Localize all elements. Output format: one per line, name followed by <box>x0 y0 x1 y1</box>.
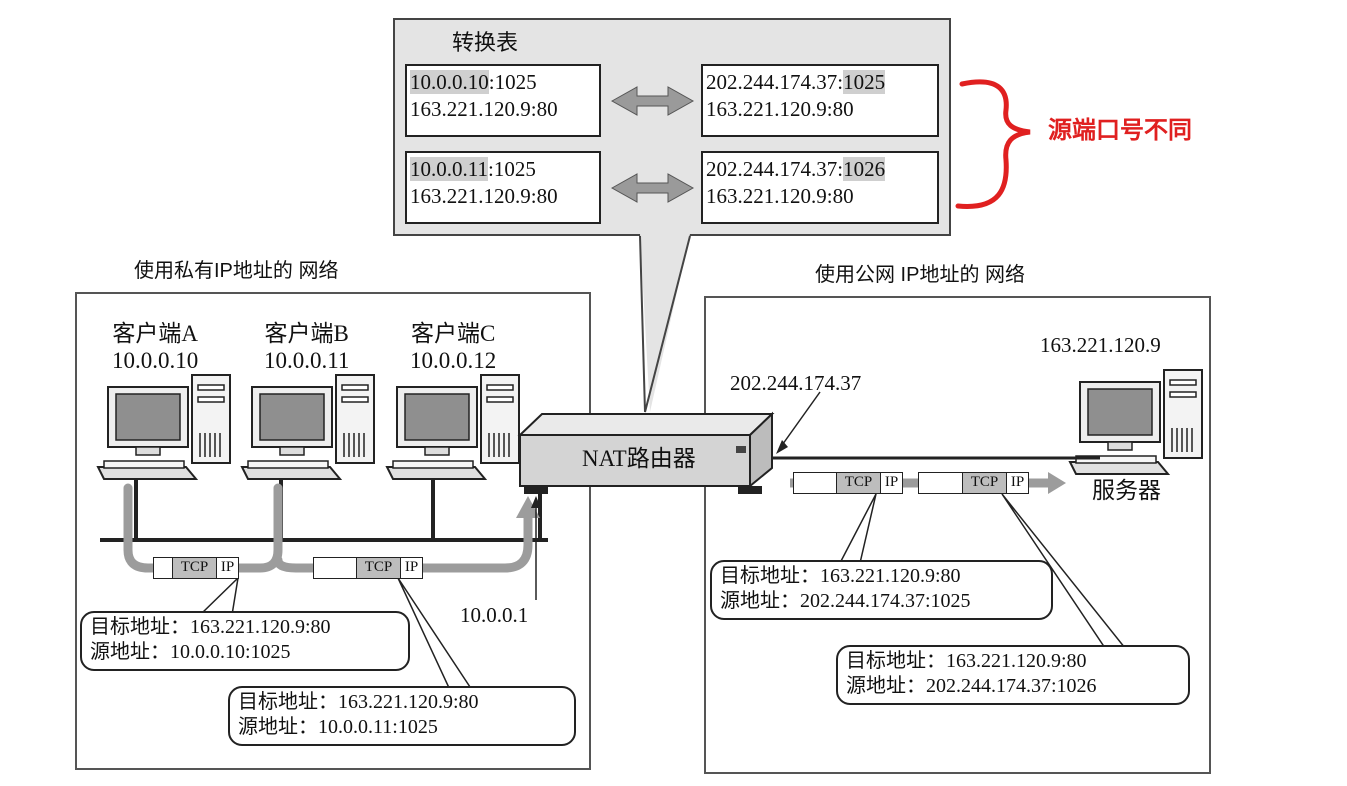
private-flow-arrow <box>123 483 533 573</box>
bubble-src: 源地址：10.0.0.11:1025 <box>238 716 438 738</box>
public-network-title: 使用公网 IP地址的 网络 <box>815 264 1026 286</box>
server-label: 服务器 <box>1092 478 1161 503</box>
bubble-connector <box>198 575 474 691</box>
client-a-ip: 10.0.0.10 <box>112 348 199 373</box>
public-entry-2: 202.244.174.37:1026 163.221.120.9:80 <box>701 151 939 224</box>
tcp-segment: TCP <box>172 558 216 578</box>
public-address-bubble-2: 目标地址：163.221.120.9:80 源地址：202.244.174.37… <box>836 645 1190 705</box>
private-dest-1: 163.221.120.9:80 <box>410 97 558 121</box>
bubble-src: 源地址：202.244.174.37:1026 <box>846 675 1097 697</box>
bubble-dest: 目标地址：163.221.120.9:80 <box>846 650 1087 672</box>
client-a-computer-icon <box>97 374 231 480</box>
client-c-computer-icon <box>386 374 520 480</box>
bubble-dest: 目标地址：163.221.120.9:80 <box>720 565 961 587</box>
private-address-bubble-2: 目标地址：163.221.120.9:80 源地址：10.0.0.11:1025 <box>228 686 576 746</box>
public-port-1: 1025 <box>843 70 886 94</box>
translation-table-title: 转换表 <box>452 30 519 55</box>
double-arrow-icon <box>610 86 695 116</box>
client-b-ip: 10.0.0.11 <box>264 348 350 373</box>
client-c-ip: 10.0.0.12 <box>410 348 497 373</box>
private-entry-2: 10.0.0.11:1025 163.221.120.9:80 <box>405 151 601 224</box>
source-port-differs-label: 源端口号不同 <box>1048 117 1192 144</box>
public-address-bubble-1: 目标地址：163.221.120.9:80 源地址：202.244.174.37… <box>710 560 1053 620</box>
tcp-segment: TCP <box>836 473 880 493</box>
client-a-label: 客户端A 10.0.0.10 <box>112 320 198 374</box>
private-address-bubble-1: 目标地址：163.221.120.9:80 源地址：10.0.0.10:1025 <box>80 611 410 671</box>
bubble-dest: 目标地址：163.221.120.9:80 <box>238 691 479 713</box>
gateway-ip: 10.0.0.1 <box>460 603 529 627</box>
public-dest-2: 163.221.120.9:80 <box>706 184 854 208</box>
client-a-name: 客户端A <box>112 321 198 346</box>
bubble-dest: 目标地址：163.221.120.9:80 <box>90 616 331 638</box>
tcp-segment: TCP <box>962 473 1006 493</box>
client-c-label: 客户端C 10.0.0.12 <box>410 320 496 374</box>
nat-router-icon <box>517 411 775 494</box>
ip-header: IP <box>400 558 422 578</box>
client-b-name: 客户端B <box>264 321 349 346</box>
public-ip-1: 202.244.174.37: <box>706 70 844 94</box>
private-ip-1: 10.0.0.10 <box>410 70 489 94</box>
bubble-src: 源地址：10.0.0.10:1025 <box>90 641 291 663</box>
bubble-src: 源地址：202.244.174.37:1025 <box>720 590 971 612</box>
public-entry-1: 202.244.174.37:1025 163.221.120.9:80 <box>701 64 939 137</box>
client-c-name: 客户端C <box>410 321 496 346</box>
public-dest-1: 163.221.120.9:80 <box>706 97 854 121</box>
flow-arrowhead-icon <box>516 496 540 518</box>
private-port-1: :1025 <box>488 70 537 94</box>
private-lan-bus <box>100 480 548 542</box>
ip-header: IP <box>1006 473 1028 493</box>
private-network-title: 使用私有IP地址的 网络 <box>134 260 339 282</box>
tcp-segment: TCP <box>356 558 400 578</box>
public-ip-2: 202.244.174.37: <box>706 157 844 181</box>
server-ip: 163.221.120.9 <box>1040 333 1161 357</box>
private-entry-1: 10.0.0.10:1025 163.221.120.9:80 <box>405 64 601 137</box>
ip-header: IP <box>880 473 902 493</box>
router-public-ip: 202.244.174.37 <box>730 371 862 395</box>
double-arrow-icon <box>610 173 695 203</box>
ip-header: IP <box>216 558 238 578</box>
nat-router-label: NAT路由器 <box>582 446 696 471</box>
public-port-2: 1026 <box>843 157 886 181</box>
private-ip-2: 10.0.0.11 <box>410 157 488 181</box>
private-dest-2: 163.221.120.9:80 <box>410 184 558 208</box>
client-b-label: 客户端B 10.0.0.11 <box>264 320 349 374</box>
client-b-computer-icon <box>241 374 375 480</box>
private-port-2: :1025 <box>487 157 536 181</box>
